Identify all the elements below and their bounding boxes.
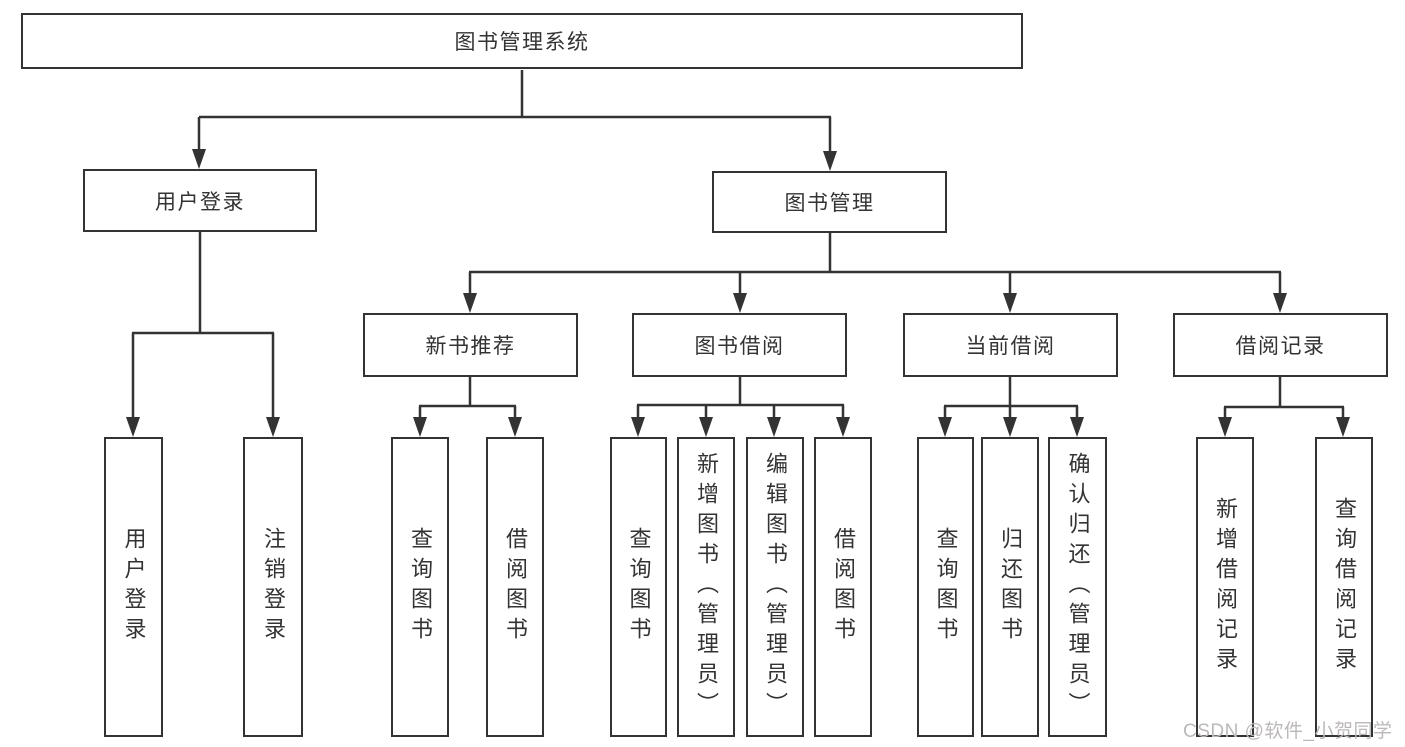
node-label: 图书管理 xyxy=(784,192,875,215)
leaf-label: 查询图书 xyxy=(626,527,652,647)
node-borrowing-records: 借阅记录 xyxy=(1173,313,1388,377)
leaf-label: 编辑图书（管理员） xyxy=(763,452,788,722)
leaf-label: 借阅图书 xyxy=(503,527,528,647)
leaf-borrow-books: 借阅图书 xyxy=(814,437,872,737)
leaf-label: 注销登录 xyxy=(261,527,286,647)
node-user-login: 用户登录 xyxy=(83,169,317,232)
node-label: 图书管理系统 xyxy=(454,31,590,54)
leaf-label: 归还图书 xyxy=(998,527,1023,647)
leaf-label: 查询图书 xyxy=(408,527,433,647)
leaf-add-book-admin: 新增图书（管理员） xyxy=(677,437,735,737)
leaf-label: 用户登录 xyxy=(121,527,147,647)
leaf-label: 查询借阅记录 xyxy=(1332,497,1357,677)
node-label: 图书借阅 xyxy=(694,335,785,358)
leaf-label: 确认归还（管理员） xyxy=(1065,452,1091,722)
leaf-user-login: 用户登录 xyxy=(104,437,163,737)
leaf-label: 查询图书 xyxy=(933,527,959,647)
leaf-add-borrow-record: 新增借阅记录 xyxy=(1196,437,1254,737)
leaf-borrow-books: 借阅图书 xyxy=(486,437,544,737)
node-book-borrowing: 图书借阅 xyxy=(632,313,847,377)
arrowheads xyxy=(126,149,1350,437)
leaf-logout: 注销登录 xyxy=(243,437,303,737)
csdn-watermark: CSDN @软件_小贺同学 xyxy=(1183,721,1393,742)
leaf-edit-book-admin: 编辑图书（管理员） xyxy=(746,437,804,737)
node-label: 当前借阅 xyxy=(965,335,1056,358)
leaf-label: 新增图书（管理员） xyxy=(694,452,719,722)
node-label: 用户登录 xyxy=(155,190,245,214)
leaf-query-books: 查询图书 xyxy=(391,437,449,737)
leaf-confirm-return-admin: 确认归还（管理员） xyxy=(1048,437,1107,737)
node-label: 新书推荐 xyxy=(425,335,516,358)
connector-path xyxy=(131,70,1345,419)
leaf-label: 借阅图书 xyxy=(831,527,856,647)
node-label: 借阅记录 xyxy=(1235,335,1326,358)
leaf-query-borrow-record: 查询借阅记录 xyxy=(1315,437,1373,737)
node-current-borrowing: 当前借阅 xyxy=(903,313,1118,377)
leaf-query-books: 查询图书 xyxy=(917,437,974,737)
leaf-return-books: 归还图书 xyxy=(981,437,1039,737)
node-book-management: 图书管理 xyxy=(712,171,947,233)
node-library-management-system: 图书管理系统 xyxy=(21,13,1023,69)
leaf-query-books: 查询图书 xyxy=(610,437,667,737)
node-new-book-recommendation: 新书推荐 xyxy=(363,313,578,377)
leaf-label: 新增借阅记录 xyxy=(1213,497,1238,677)
